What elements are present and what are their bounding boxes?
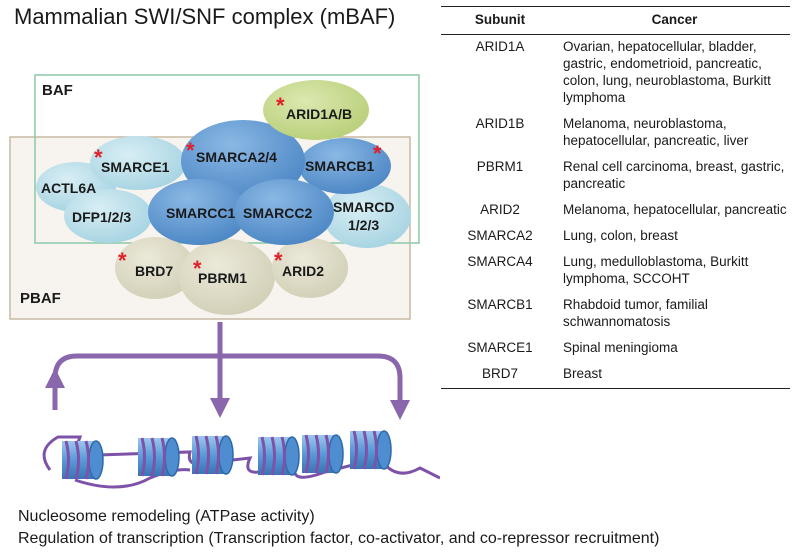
table-row: SMARCE1 Spinal meningioma: [441, 336, 790, 362]
smarcd-label-line1: SMARCD: [333, 199, 394, 215]
smarcc1-subunit: [148, 179, 248, 245]
footer-line-nucleosome-remodeling: Nucleosome remodeling (ATPase activity): [18, 508, 315, 525]
smarca24-label: SMARCA2/4: [196, 149, 277, 165]
arid2-mutation-star: *: [274, 248, 283, 273]
cancer-cell: Melanoma, hepatocellular, pancreatic: [563, 202, 787, 217]
table-row: ARID1A Ovarian, hepatocellular, bladder,…: [441, 35, 790, 113]
dna-strand: [42, 435, 440, 480]
dfp123-label: DFP1/2/3: [72, 209, 131, 225]
cancer-column-header: Cancer: [559, 6, 790, 35]
smarce1-subunit: [90, 136, 186, 190]
nucleosome: [302, 434, 344, 474]
arid1ab-subunit: [263, 80, 369, 140]
subunit-cell: BRD7: [441, 362, 559, 389]
page-title: Mammalian SWI/SNF complex (mBAF): [14, 4, 396, 29]
smarca24-mutation-star: *: [186, 138, 195, 163]
smarcb1-label: SMARCB1: [305, 158, 374, 174]
dna-strand-tail: [74, 468, 191, 489]
brd7-subunit: [115, 237, 195, 299]
pbrm1-subunit: [179, 239, 275, 315]
dfp123-subunit: [64, 189, 152, 243]
subunit-cell: ARID1B: [475, 116, 525, 131]
table-row: PBRM1 Renal cell carcinoma, breast, gast…: [441, 155, 790, 198]
chromatin-arrows: [52, 353, 410, 420]
table-row: BRD7 Breast: [441, 362, 790, 389]
nucleosome: [258, 436, 300, 476]
table-row: SMARCA2 Lung, colon, breast: [441, 224, 790, 250]
brd7-label: BRD7: [135, 263, 173, 279]
smarcd-subunit: [323, 184, 411, 248]
cancer-cell: Melanoma, neuroblastoma, hepatocellular,…: [563, 116, 749, 148]
arid1ab-mutation-star: *: [276, 93, 285, 118]
arid2-subunit: [272, 238, 348, 298]
nucleosome: [192, 435, 234, 475]
arid2-label: ARID2: [282, 263, 324, 279]
subunit-cell: ARID1A: [475, 39, 525, 54]
table-row: ARID2 Melanoma, hepatocellular, pancreat…: [441, 198, 790, 224]
smarcc1-label: SMARCC1: [166, 205, 235, 221]
subunit-column-header: Subunit: [441, 6, 559, 35]
subunit-cell: SMARCA4: [467, 254, 533, 269]
table-row: ARID1B Melanoma, neuroblastoma, hepatoce…: [441, 112, 790, 155]
actl6a-label: ACTL6A: [41, 180, 96, 196]
subunit-cell: SMARCA2: [467, 228, 533, 243]
mbaf-complex-diagram: BAF PBAF ARID1A/B SMARCE1 SMARCA2/4 SMAR…: [9, 74, 440, 489]
cancer-cell: Breast: [559, 362, 790, 389]
table-row: SMARCA4 Lung, medulloblastoma, Burkitt l…: [441, 250, 790, 293]
smarcc2-subunit: [234, 179, 334, 245]
brd7-mutation-star: *: [118, 248, 127, 273]
subunit-cell: SMARCB1: [467, 297, 533, 312]
pbrm1-label: PBRM1: [198, 270, 247, 286]
table-row: SMARCB1 Rhabdoid tumor, familial schwann…: [441, 293, 790, 336]
cancer-table: Subunit Cancer ARID1A Ovarian, hepatocel…: [441, 6, 790, 389]
nucleosome: [62, 440, 104, 480]
nucleosome: [138, 437, 180, 477]
smarce1-mutation-star: *: [94, 145, 103, 170]
cancer-cell: Renal cell carcinoma, breast, gastric, p…: [563, 159, 785, 191]
smarce1-label: SMARCE1: [101, 159, 170, 175]
smarcd-label-line2: 1/2/3: [348, 217, 379, 233]
smarcc2-label: SMARCC2: [243, 205, 312, 221]
cancer-cell: Lung, medulloblastoma, Burkitt lymphoma,…: [563, 254, 749, 286]
cancer-cell: Ovarian, hepatocellular, bladder, gastri…: [563, 39, 771, 105]
cancer-cell: Rhabdoid tumor, familial schwannomatosis: [563, 297, 708, 329]
cancer-cell: Lung, colon, breast: [563, 228, 678, 243]
subunit-cell: ARID2: [480, 202, 520, 217]
smarcb1-subunit: [299, 138, 391, 194]
pbrm1-mutation-star: *: [193, 256, 202, 281]
nucleosome: [350, 430, 392, 470]
smarcb1-mutation-star: *: [373, 141, 382, 166]
footer-line-transcription-regulation: Regulation of transcription (Transcripti…: [18, 530, 660, 547]
baf-label: BAF: [42, 82, 73, 99]
chromatin-fiber: [42, 430, 440, 489]
pbaf-label: PBAF: [20, 290, 61, 307]
arid1ab-label: ARID1A/B: [286, 106, 352, 122]
subunit-cell: PBRM1: [476, 159, 524, 174]
subunit-cell: SMARCE1: [467, 340, 533, 355]
cancer-cell: Spinal meningioma: [563, 340, 678, 355]
